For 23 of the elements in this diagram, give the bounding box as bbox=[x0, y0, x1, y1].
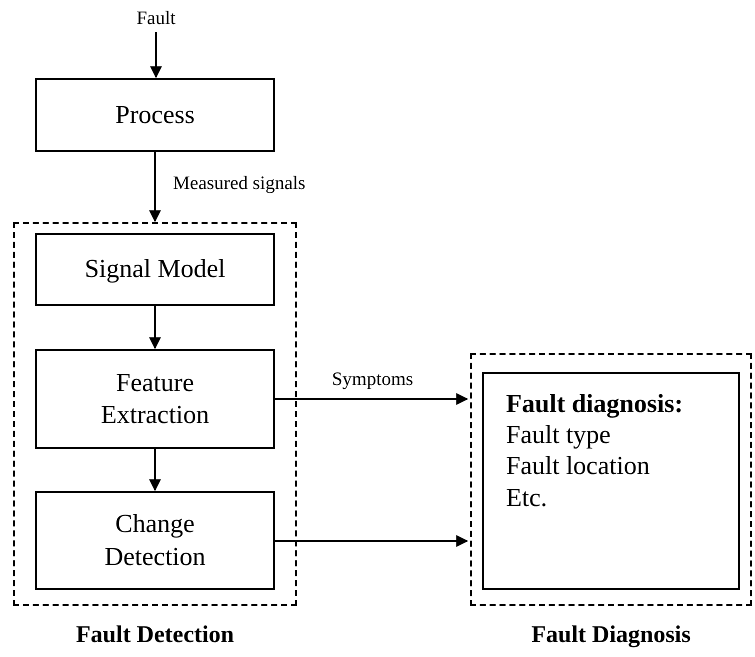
process-box bbox=[35, 78, 275, 152]
arrow bbox=[149, 306, 161, 350]
arrow bbox=[150, 32, 162, 78]
process-box bbox=[35, 349, 275, 449]
list-item: Fault location bbox=[506, 450, 650, 482]
arrow bbox=[275, 535, 468, 547]
arrow bbox=[149, 152, 161, 222]
arrow bbox=[149, 449, 161, 492]
list-item: Etc. bbox=[506, 482, 548, 513]
box-label: Feature Extraction bbox=[100, 366, 210, 431]
result-box bbox=[482, 372, 740, 590]
process-box bbox=[35, 491, 275, 590]
arrow bbox=[275, 393, 468, 405]
process-box bbox=[35, 233, 275, 306]
box-label: Change Detection bbox=[103, 508, 207, 572]
list-item: Fault type bbox=[506, 419, 611, 450]
input-label: Fault bbox=[136, 8, 176, 30]
box-label: Signal Model bbox=[84, 253, 226, 286]
edge-label: Measured signals bbox=[171, 173, 308, 196]
group-title: Fault Detection bbox=[75, 622, 235, 649]
group-title: Fault Diagnosis bbox=[530, 622, 692, 649]
list-heading: Fault diagnosis: bbox=[506, 388, 683, 420]
box-label: Process bbox=[115, 98, 195, 131]
